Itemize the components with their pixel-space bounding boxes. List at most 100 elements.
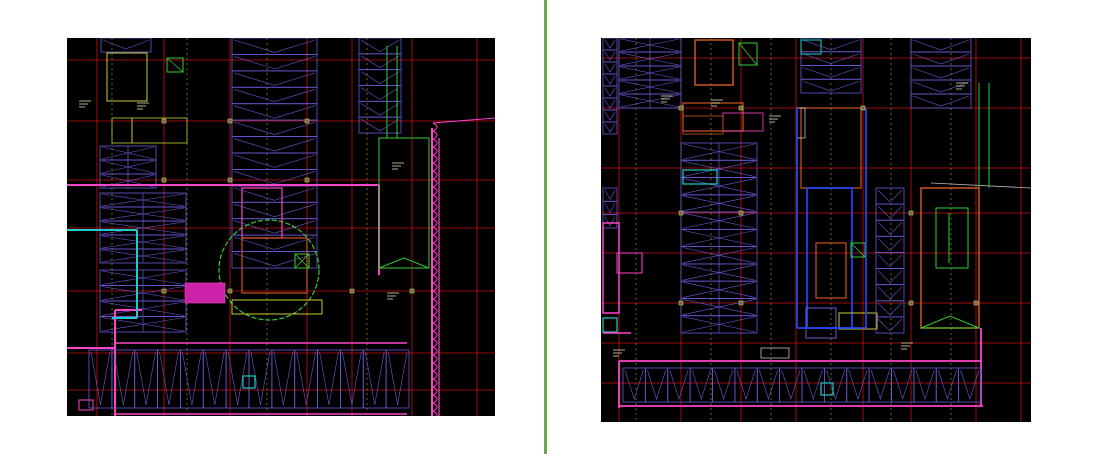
revision-cloud	[218, 219, 320, 321]
parking-stall-arrow	[877, 286, 903, 300]
parking-stall	[231, 152, 318, 170]
parking-stall-arrow	[233, 138, 316, 152]
parking-stall-arrow	[802, 39, 860, 51]
core-lower-room	[805, 307, 837, 339]
parking-stall-arrow	[273, 351, 294, 406]
parking-stall-arrow	[360, 55, 400, 69]
ramp-enclosure	[378, 137, 430, 269]
parking-stall-arrow	[604, 111, 616, 121]
parking-stall-arrow	[182, 351, 202, 406]
parking-stall-arrow	[233, 253, 316, 267]
parking-stall	[846, 367, 870, 403]
parking-stall-arrow	[204, 351, 225, 406]
parking-stall-arrow	[604, 189, 616, 200]
core-lift-lobby	[806, 187, 853, 329]
parking-stall-arrow	[912, 39, 970, 51]
parking-stall-arrow	[142, 207, 185, 221]
parking-stall	[689, 367, 713, 403]
parking-stall-arrow	[142, 193, 185, 207]
property-line-top	[432, 117, 495, 124]
parking-stall-arrow	[718, 195, 756, 212]
parking-block-left-2	[99, 192, 187, 264]
annotation-right-lower	[387, 292, 399, 300]
parking-stall-arrow	[718, 178, 756, 195]
parking-stall	[756, 367, 781, 403]
parking-stall	[231, 169, 318, 187]
parking-stall-arrow	[682, 195, 720, 212]
parking-stall	[231, 38, 318, 55]
parking-stall	[358, 85, 402, 102]
parking-stall-arrow	[718, 230, 756, 246]
parking-stall	[935, 367, 960, 403]
parking-block-left-3	[99, 269, 187, 333]
parking-stall-arrow	[912, 95, 970, 107]
parking-stall-arrow	[877, 302, 903, 316]
parking-stall-arrow	[364, 351, 385, 406]
parking-stall-arrow	[360, 87, 400, 100]
parking-stall	[231, 136, 318, 154]
parking-stall-arrow	[877, 270, 903, 284]
parking-stall-arrow	[848, 369, 868, 400]
parking-stall-arrow	[802, 53, 860, 64]
parking-stall	[231, 103, 318, 121]
parking-stall-arrow	[604, 99, 616, 109]
property-line-cloud	[431, 122, 438, 416]
parking-stall	[602, 214, 618, 229]
parking-stall-arrow	[877, 238, 903, 251]
parking-stall	[734, 367, 758, 403]
parking-stall	[644, 367, 669, 403]
parking-stall-arrow	[360, 118, 400, 132]
parking-column-center	[231, 38, 318, 269]
parking-stall-arrow	[127, 160, 155, 174]
column-marker	[161, 177, 167, 183]
equipment-symbol	[78, 399, 94, 411]
annotation-top-right	[769, 115, 781, 123]
parking-stall-arrow	[360, 103, 400, 116]
parking-column-far-left-2	[602, 187, 618, 229]
parking-stall-arrow	[250, 351, 271, 406]
column-marker	[304, 118, 310, 124]
parking-stall-arrow	[682, 160, 720, 177]
parking-stall-arrow	[342, 351, 362, 406]
parking-stall	[891, 367, 915, 403]
column-marker	[738, 105, 744, 111]
parking-stall	[231, 54, 318, 72]
room-left-magenta	[602, 222, 620, 314]
column-marker	[161, 118, 167, 124]
column-marker	[908, 210, 914, 216]
parking-stall-arrow	[682, 316, 720, 333]
parking-stall-arrow	[736, 369, 756, 400]
parking-stall-arrow	[803, 369, 823, 400]
parking-stall-arrow	[682, 212, 720, 229]
parking-stall-arrow	[912, 81, 970, 93]
parking-stall	[231, 201, 318, 220]
parking-stall-arrow	[649, 66, 680, 80]
column-marker	[678, 210, 684, 216]
parking-stall-arrow	[912, 53, 970, 65]
cyan-symbol	[242, 375, 256, 389]
panel-divider	[544, 0, 547, 454]
parking-stall	[779, 367, 803, 403]
parking-stall-arrow	[101, 193, 144, 207]
parking-stall-arrow	[870, 369, 890, 400]
parking-stall	[910, 93, 972, 109]
parking-stall	[385, 349, 410, 409]
parking-top-1	[100, 38, 152, 53]
column-marker	[678, 300, 684, 306]
room-stair-hall	[694, 39, 734, 86]
parking-column-top-right	[358, 38, 402, 134]
floor-plan-left-drawing	[67, 38, 495, 416]
parking-stall-arrow	[136, 351, 156, 406]
annotation-left-mid	[137, 102, 149, 110]
parking-stall-arrow	[691, 369, 711, 400]
parking-stall-arrow	[912, 67, 970, 79]
parking-row-bottom	[622, 367, 982, 403]
parking-stall	[800, 78, 862, 94]
parking-stall-arrow	[233, 154, 316, 168]
floor-plan-left	[67, 38, 495, 416]
column-marker	[227, 177, 233, 183]
parking-stall-arrow	[802, 67, 860, 78]
parking-stall-arrow	[682, 230, 720, 246]
column-marker	[349, 288, 355, 294]
annotation-bottom-left	[613, 349, 625, 357]
